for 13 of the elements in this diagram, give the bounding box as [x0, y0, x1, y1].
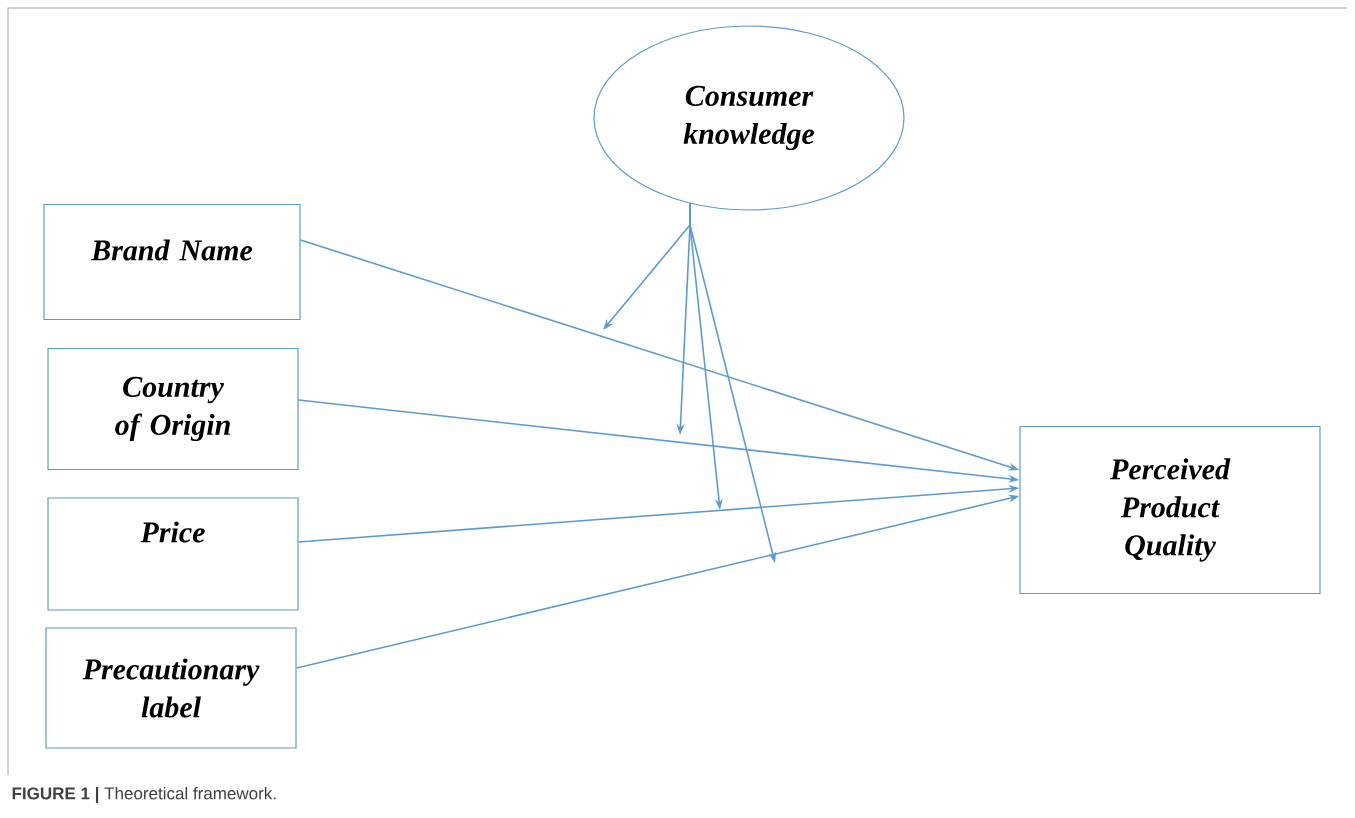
concept-box: [45, 627, 297, 749]
concept-box: [1019, 425, 1321, 595]
caption: FIGURE 1 | Theoretical framework.: [12, 786, 276, 804]
ellipse-node: [593, 25, 905, 211]
concept-box: [47, 347, 299, 471]
concept-box: [43, 203, 301, 321]
node-label: Precautionary label: [82, 658, 260, 718]
concept-box: [47, 497, 299, 611]
node-label: Country of Origin: [115, 376, 230, 442]
node-label: Perceived Product Quality: [1110, 458, 1231, 562]
node-label: Price: [140, 521, 205, 543]
node-label: Consumer knowledge: [683, 85, 815, 151]
node-label: Brand Name: [90, 239, 253, 261]
